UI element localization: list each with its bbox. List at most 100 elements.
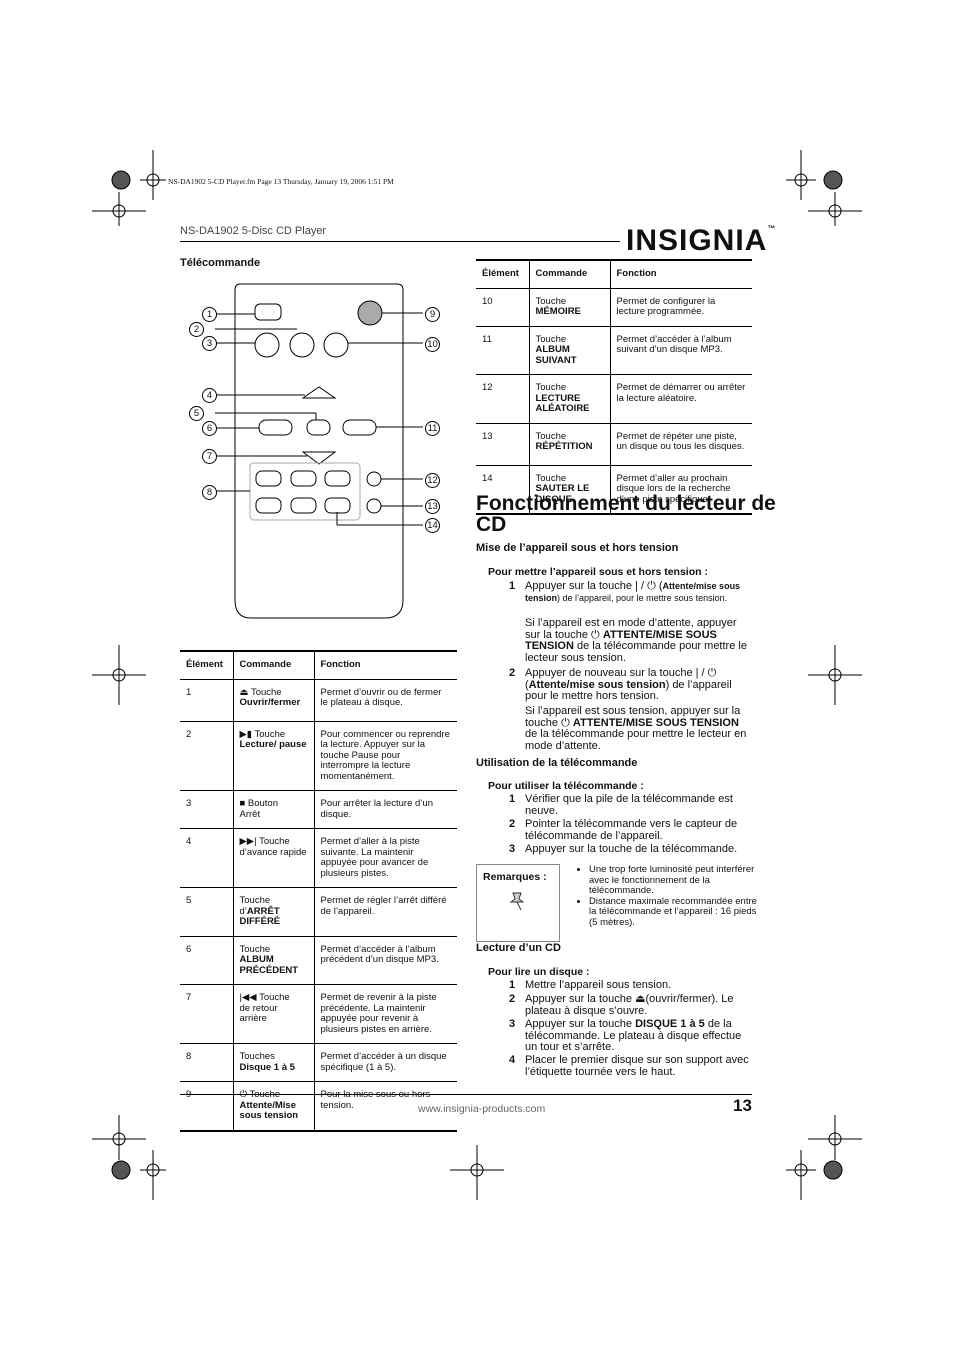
power-section-title: Mise de l’appareil sous et hors tension — [476, 542, 679, 554]
footer-rule — [180, 1094, 752, 1095]
row-function: Permet de configurer la lecture programm… — [609, 288, 752, 326]
row-item: 10 — [482, 295, 493, 307]
row-function: Permet d’accéder à un disque spécifique … — [313, 1043, 457, 1082]
remote-section-subtitle: Pour utiliser la télécommande : — [488, 780, 644, 792]
insignia-logo: INSIGNIA™ — [626, 224, 777, 257]
remark-item: Distance maximale recommandée entre la t… — [589, 896, 764, 929]
registration-dot-icon — [111, 170, 131, 190]
row-function: Permet de régler l’arrêt différé de l’ap… — [313, 887, 457, 936]
row-item: 1 — [186, 686, 192, 698]
row-item: 13 — [482, 430, 493, 442]
row-item: 12 — [482, 382, 493, 393]
remarks-box: Remarques : — [476, 864, 560, 942]
row-function: Pour commencer ou reprendre la lecture. … — [313, 721, 457, 791]
callout-5: 5 — [189, 406, 204, 421]
row-function: Permet d’aller à la piste suivante. La m… — [313, 828, 457, 888]
col-header-function: Fonction — [609, 260, 752, 288]
remote-label: Télécommande — [180, 257, 261, 269]
page-number: 13 — [733, 1096, 752, 1115]
table-row: 5 Touche d’ARRÊT DIFFÉRÉ Permet de régle… — [180, 887, 457, 936]
callout-2: 2 — [189, 322, 204, 337]
header-rule — [180, 241, 620, 242]
row-command: Touche d’ARRÊT DIFFÉRÉ — [232, 887, 314, 936]
col-header-item: Élément — [482, 268, 519, 279]
play-pause-icon: ▶▮ — [239, 728, 253, 740]
row-item: 2 — [186, 728, 192, 740]
col-header-command: Commande — [528, 260, 610, 288]
row-function: Permet de répéter une piste, un disque o… — [609, 423, 752, 465]
power-icon: | / ⏻ — [695, 667, 717, 679]
table-row: 9 ⏻ ToucheAttente/Mise sous tension Pour… — [180, 1081, 457, 1131]
callout-1: 1 — [202, 307, 217, 322]
row-function: Permet de démarrer ou arrêter la lecture… — [609, 374, 752, 423]
callout-11: 11 — [425, 421, 440, 436]
callout-14: 14 — [425, 518, 440, 533]
footer-url[interactable]: www.insignia-products.com — [418, 1103, 546, 1115]
row-function: Permet d’accéder à l’album précédent d’u… — [313, 936, 457, 985]
col-header-command: Commande — [232, 651, 314, 679]
callout-13: 13 — [425, 499, 440, 514]
row-item: 9 — [180, 1082, 233, 1131]
row-item: 4 — [186, 836, 192, 847]
cd-section-title: Lecture d’un CD — [476, 942, 561, 954]
callout-3: 3 — [202, 336, 217, 351]
callout-4: 4 — [202, 388, 217, 403]
remarks-label: Remarques : — [483, 871, 547, 883]
row-function: Permet d’accéder à l’album suivant d’un … — [609, 326, 752, 375]
stop-icon: ■ — [239, 798, 246, 809]
row-function: Pour arrêter la lecture d’un disque. — [313, 790, 457, 829]
main-title: Fonctionnement du lecteur de CD — [476, 492, 776, 536]
remarks-list: Une trop forte luminosité peut interfére… — [578, 864, 764, 929]
row-function: Permet d’ouvrir ou de fermer le plateau … — [313, 679, 457, 721]
row-item: 7 — [186, 992, 192, 1003]
row-command: ⏻ ToucheAttente/Mise sous tension — [232, 1081, 314, 1131]
callout-6: 6 — [202, 421, 217, 436]
table-header-row: Élément Commande Fonction — [476, 260, 752, 288]
remote-illustration — [215, 283, 423, 619]
row-item: 14 — [482, 472, 493, 484]
row-item: 11 — [482, 333, 492, 345]
power-icon: ⏻ — [561, 716, 570, 729]
row-item: 5 — [186, 895, 192, 906]
eject-icon: ⏏ — [635, 993, 646, 1005]
remark-item: Une trop forte luminosité peut interfére… — [589, 864, 764, 897]
pushpin-icon — [509, 892, 525, 911]
col-header-function: Fonction — [313, 651, 457, 679]
callout-7: 7 — [202, 449, 217, 464]
print-meta: NS-DA1902 5-CD Player.fm Page 13 Thursda… — [168, 177, 394, 186]
power-icon: | / ⏻ — [635, 580, 656, 592]
callout-8: 8 — [202, 485, 217, 500]
callout-12: 12 — [425, 473, 440, 488]
row-item: 3 — [186, 798, 192, 809]
row-item: 6 — [186, 943, 192, 955]
row-function: Permet d’aller au prochain disque lors d… — [609, 465, 752, 514]
col-header-item: Élément — [186, 659, 223, 670]
power-icon: ⏻ — [591, 628, 600, 641]
row-item: 8 — [186, 1051, 192, 1062]
previous-track-icon: |◀◀ — [239, 992, 257, 1003]
doc-title: NS-DA1902 5-Disc CD Player — [180, 225, 327, 237]
logo-text: INSIGNIA — [626, 224, 768, 257]
